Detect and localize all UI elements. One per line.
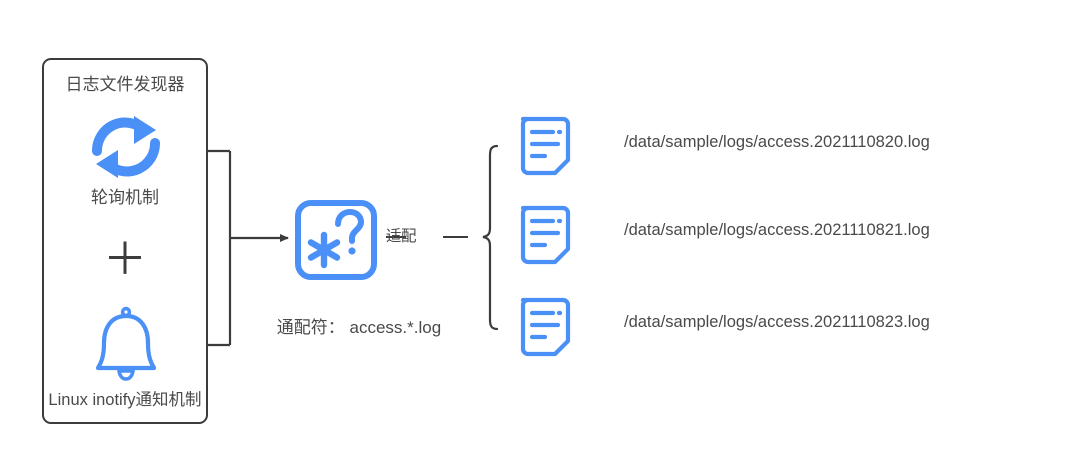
bell-notification-icon (92, 305, 160, 383)
wildcard-asterisk-question-icon (294, 200, 378, 280)
results-curly-brace (482, 144, 499, 331)
polling-mechanism-label: 轮询机制 (91, 188, 159, 207)
file-path-label: /data/sample/logs/access.2021110821.log (624, 221, 930, 239)
wildcard-pattern-caption: 通配符： access.*.log (276, 318, 442, 337)
document-file-icon (515, 116, 571, 176)
match-edge-label: 适配 (386, 228, 417, 245)
refresh-sync-icon (86, 109, 166, 185)
plus-combiner-sign: ＋ (103, 235, 147, 284)
file-path-label: /data/sample/logs/access.2021110823.log (624, 313, 930, 331)
file-path-label: /data/sample/logs/access.2021110820.log (624, 133, 930, 151)
inotify-mechanism-label: Linux inotify通知机制 (48, 391, 202, 409)
discoverer-title: 日志文件发现器 (65, 75, 185, 94)
document-file-icon (515, 205, 571, 265)
document-file-icon (515, 297, 571, 357)
